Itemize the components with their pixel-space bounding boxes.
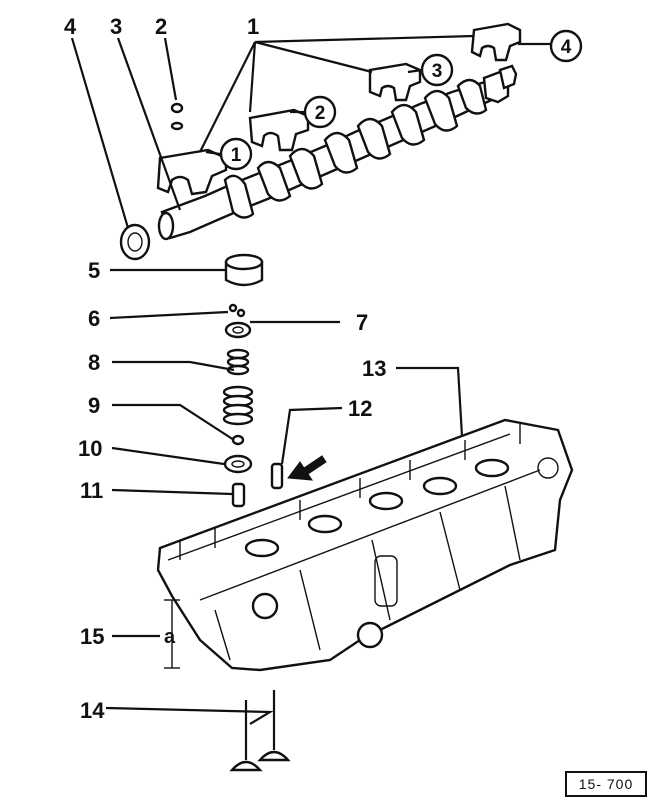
bearing-cap-number-2: 2 (315, 103, 326, 124)
callout-7: 7 (356, 310, 368, 335)
callout-4: 4 (64, 14, 77, 39)
figure-ref-box (565, 771, 647, 797)
washer-9 (231, 434, 245, 446)
callout-11: 11 (80, 478, 103, 503)
tappet-5 (224, 253, 264, 287)
bearing-cap-4 (470, 22, 522, 62)
callout-2: 2 (155, 14, 167, 39)
dimension-label: a (164, 626, 176, 648)
bearing-cap-3 (368, 62, 422, 102)
bearing-cap-circle-2 (303, 95, 337, 129)
camshaft (157, 64, 518, 241)
callout-3: 3 (110, 14, 122, 39)
callout-13: 13 (362, 356, 386, 381)
callout-6: 6 (88, 306, 100, 331)
bearing-cap-circle-3 (420, 53, 454, 87)
oil-seal-4 (119, 223, 151, 261)
callout-14: 14 (80, 698, 105, 723)
callout-15: 15 (80, 624, 104, 649)
leader-lines (70, 34, 550, 725)
valve-keepers-6 (228, 303, 246, 318)
callout-5: 5 (88, 258, 100, 283)
figure-ref: 15- 700 (579, 776, 633, 792)
spring-cap-7 (224, 321, 252, 339)
bearing-cap-number-4: 4 (561, 37, 572, 58)
callout-1: 1 (247, 14, 259, 39)
cylinder-head (156, 418, 574, 672)
bearing-cap-circle-1 (219, 137, 253, 171)
bearing-cap-number-3: 3 (432, 61, 443, 82)
callout-9: 9 (88, 393, 100, 418)
callout-8: 8 (88, 350, 100, 375)
callout-10: 10 (78, 436, 102, 461)
valve-stem-seal-10 (223, 454, 253, 474)
valve-springs-8 (222, 348, 254, 426)
stud-12 (270, 462, 284, 490)
nut-2 (170, 102, 184, 131)
bearing-cap-1 (156, 148, 228, 196)
valves (229, 690, 291, 772)
valve-guide-11 (231, 482, 246, 508)
callout-12: 12 (348, 396, 372, 421)
bearing-cap-circle-4 (549, 29, 583, 63)
direction-arrow (287, 455, 327, 481)
dimension-a (164, 599, 180, 669)
bearing-cap-2 (248, 108, 310, 152)
bearing-cap-number-1: 1 (231, 145, 242, 166)
